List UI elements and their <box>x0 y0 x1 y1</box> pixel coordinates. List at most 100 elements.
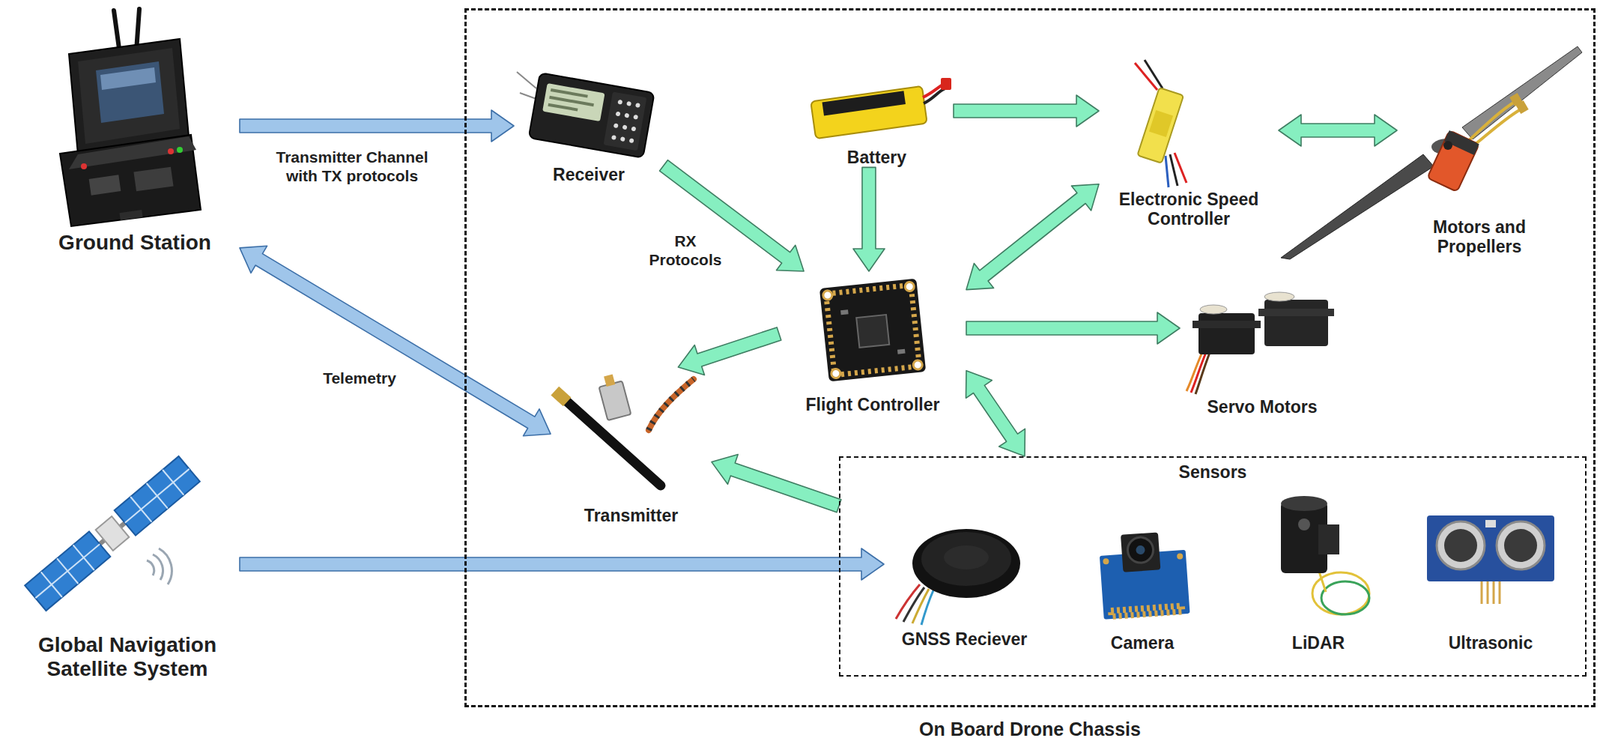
flight-controller-picture <box>819 278 926 383</box>
camera-picture <box>1098 530 1190 620</box>
gnss-picture <box>921 531 1012 586</box>
motor-picture <box>1426 92 1529 192</box>
motor-picture <box>1426 130 1479 192</box>
picture-area <box>550 367 712 506</box>
lidar-picture <box>1318 524 1340 555</box>
satellite-picture <box>35 543 100 598</box>
camera-picture <box>1135 545 1146 556</box>
satellite-picture <box>24 531 111 611</box>
esc-picture <box>1174 152 1187 183</box>
gnss-picture <box>912 528 1021 598</box>
ground-station-case <box>100 67 156 90</box>
component-node: Flight Controller <box>779 271 967 415</box>
camera-picture <box>1102 558 1110 565</box>
component-label: Transmitter <box>550 505 712 526</box>
flight-controller-picture <box>897 349 906 355</box>
ground-station-case <box>80 163 87 170</box>
ground-station-case <box>119 209 143 221</box>
component-label: Camera <box>1078 632 1206 653</box>
picture-area <box>779 271 967 395</box>
component-node: Motors and Propellers <box>1397 74 1562 257</box>
block-arrow <box>1278 114 1398 147</box>
satellite-picture <box>24 456 200 611</box>
edge-label: Transmitter Channel with TX protocols <box>265 147 439 186</box>
group-title: On Board Drone Chassis <box>466 718 1594 741</box>
flight-controller-picture <box>913 359 923 370</box>
camera-picture <box>1126 536 1154 564</box>
ultrasonic-picture <box>1444 528 1478 562</box>
satellite-picture <box>95 516 130 551</box>
picture-area <box>1254 486 1383 633</box>
servo-picture <box>1200 304 1227 314</box>
picture-area <box>513 63 664 165</box>
component-label: Electronic Speed Controller <box>1098 189 1279 230</box>
ground-station-case <box>167 148 174 155</box>
ultrasonic-picture <box>1504 528 1538 562</box>
camera-picture <box>1120 531 1161 572</box>
component-node: LiDAR <box>1254 486 1383 653</box>
receiver-picture <box>528 72 655 159</box>
receiver-picture <box>550 88 589 99</box>
servo-picture <box>1258 308 1335 317</box>
ultrasonic-picture <box>1485 519 1496 528</box>
flight-controller-picture <box>819 278 926 383</box>
esc-picture <box>1144 59 1163 89</box>
receiver-picture <box>620 136 626 142</box>
ground-station-case <box>59 134 201 227</box>
ground-station-case <box>68 136 197 170</box>
block-arrow <box>966 312 1180 344</box>
block-arrow <box>677 327 781 376</box>
picture-area <box>883 513 1045 630</box>
component-node: Receiver <box>513 63 664 185</box>
ultrasonic-picture <box>1486 581 1490 604</box>
component-label: Global Navigation Satellite System <box>14 632 240 681</box>
esc-picture <box>1134 59 1187 188</box>
transmitter-picture <box>603 373 615 387</box>
satellite-picture <box>152 554 163 580</box>
receiver-picture <box>542 83 605 122</box>
receiver-picture <box>623 113 630 119</box>
battery-picture <box>810 77 952 139</box>
receiver-picture <box>632 114 639 120</box>
ultrasonic-picture <box>1496 521 1545 570</box>
block-arrow <box>966 370 1026 457</box>
motor-picture <box>1443 140 1453 150</box>
receiver-picture <box>547 103 578 112</box>
component-node: Ultrasonic <box>1415 505 1566 653</box>
picture-area <box>14 453 240 633</box>
flight-controller-picture <box>826 284 920 375</box>
servo-picture <box>1198 313 1255 355</box>
block-arrow <box>239 548 884 580</box>
satellite-picture <box>125 468 190 523</box>
component-label: Ultrasonic <box>1415 632 1566 653</box>
ultrasonic-picture <box>1426 515 1555 582</box>
block-arrow <box>853 167 885 272</box>
receiver-picture <box>516 71 655 159</box>
group-box: SensorsGNSS RecieverCameraLiDARUltrasoni… <box>838 456 1587 677</box>
receiver-picture <box>603 91 648 151</box>
component-label: Flight Controller <box>779 394 967 415</box>
group-box: On Board Drone ChassisReceiverBatteryEle… <box>464 8 1596 708</box>
receiver-picture <box>528 72 655 159</box>
receiver-picture <box>626 101 632 107</box>
battery-picture <box>822 90 906 116</box>
picture-area <box>1078 520 1206 633</box>
receiver-picture <box>611 134 617 141</box>
component-label: LiDAR <box>1254 632 1383 653</box>
propeller-blade <box>1280 46 1583 260</box>
edge-label: RX Protocols <box>644 231 727 269</box>
picture-area <box>1415 505 1566 633</box>
ultrasonic-picture <box>1492 581 1496 604</box>
component-node: Camera <box>1078 520 1206 653</box>
ultrasonic-picture <box>1436 521 1485 570</box>
component-node: Global Navigation Satellite System <box>14 453 240 681</box>
component-label: Receiver <box>513 164 664 185</box>
transmitter-picture <box>550 372 694 486</box>
transmitter-picture <box>648 379 694 430</box>
servo-picture <box>1264 292 1295 302</box>
servo-picture <box>1186 292 1335 395</box>
battery-picture <box>810 86 927 139</box>
motor-picture <box>1426 130 1479 192</box>
motor-picture <box>1515 100 1529 114</box>
